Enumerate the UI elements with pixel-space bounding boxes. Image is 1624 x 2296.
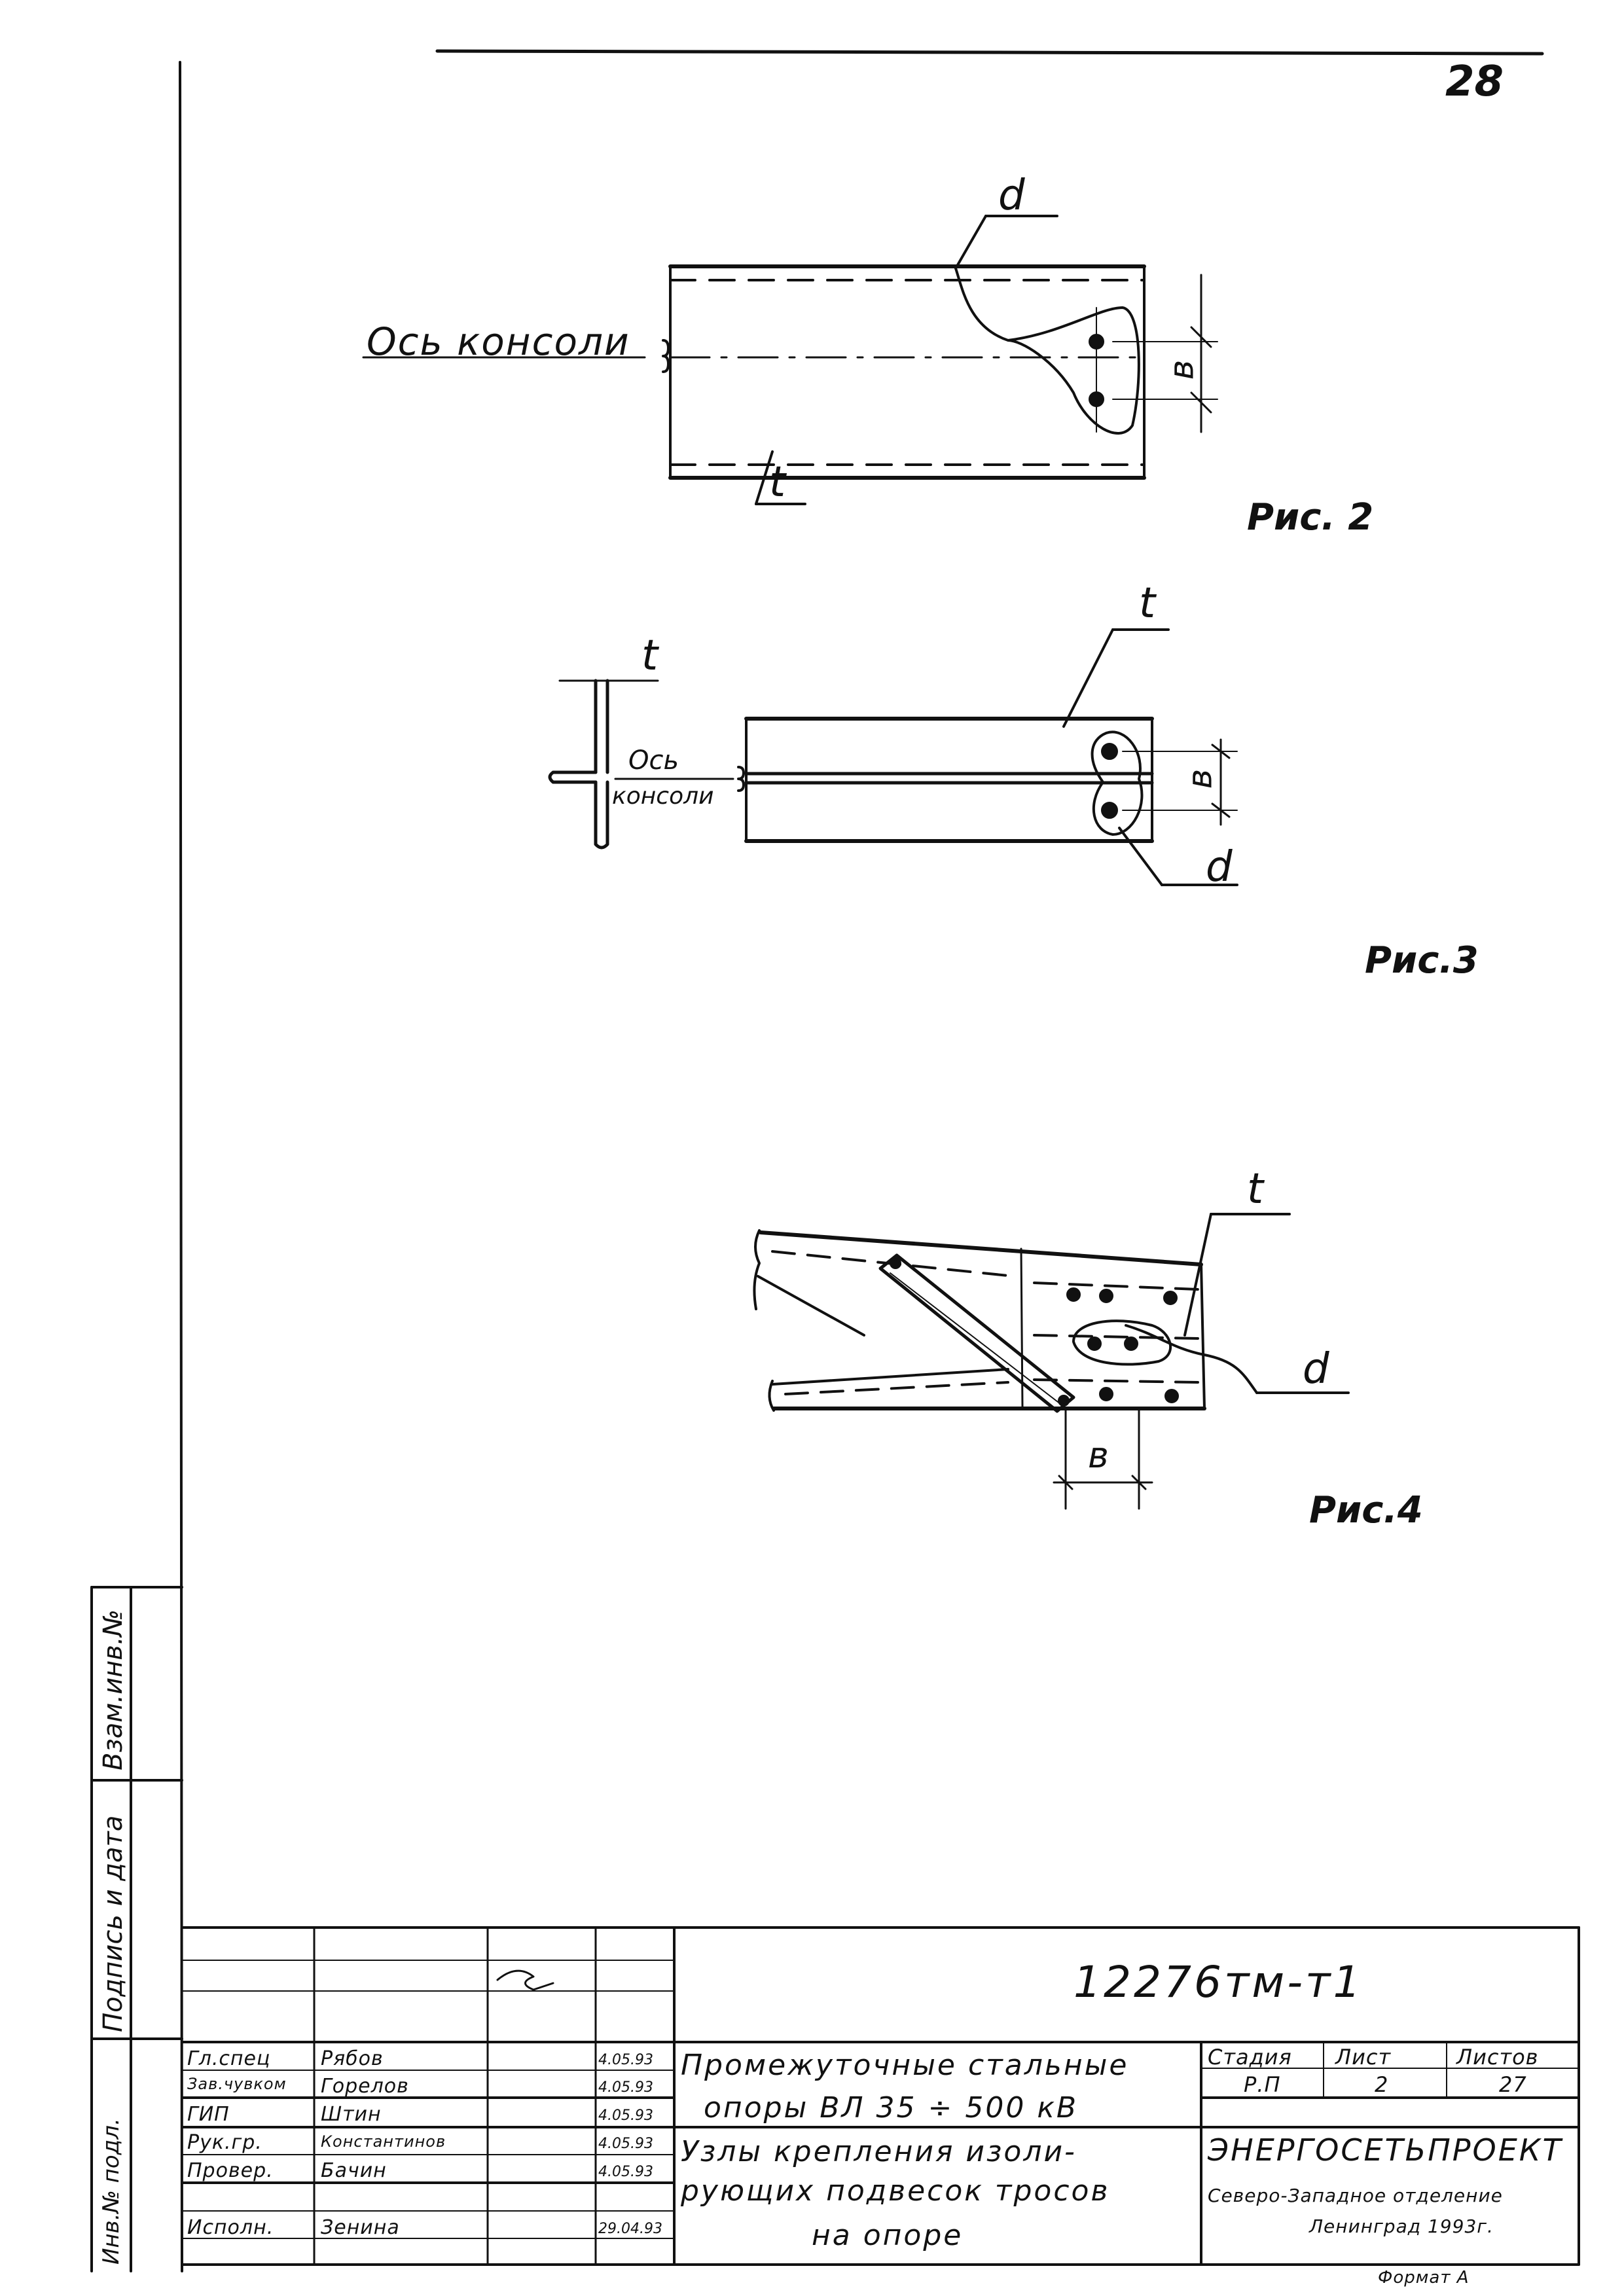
figure3-caption: Рис.3: [1365, 939, 1479, 982]
organization-sub-2: Ленинград 1993г.: [1309, 2215, 1494, 2237]
document-code: 12276тм-т1: [1074, 1957, 1363, 2007]
title-line-1: Промежуточные стальные: [681, 2049, 1129, 2082]
left-border-line: [179, 61, 183, 2272]
date-cell: 4.05.93: [598, 2052, 653, 2068]
date-cell: 4.05.93: [598, 2079, 653, 2096]
name-cell: Зенина: [321, 2216, 400, 2239]
name-cell: Горелов: [321, 2075, 409, 2098]
role-cell: Гл.спец: [187, 2047, 271, 2070]
figure4-caption: Рис.4: [1309, 1489, 1423, 1532]
date-cell: 29.04.93: [598, 2221, 662, 2237]
sheet-header: Лист: [1335, 2045, 1392, 2070]
figure2-label-d: d: [998, 171, 1025, 220]
figure2-drawing: [362, 215, 1218, 505]
side-stamp-sign-date: Подпись и дата: [98, 1815, 128, 2032]
role-cell: ГИП: [187, 2103, 230, 2126]
role-cell: Провер.: [187, 2159, 274, 2182]
organization-name: ЭНЕРГОСЕТЬПРОЕКТ: [1208, 2132, 1563, 2168]
subtitle-line-3: на опоре: [812, 2219, 964, 2252]
figure2-label-t: t: [769, 458, 786, 507]
title-block-frame: [181, 1926, 1580, 2266]
role-cell: Рук.гр.: [187, 2131, 262, 2154]
name-cell: Константинов: [321, 2132, 446, 2151]
signature-mark: [496, 1969, 554, 1991]
role-cell: Исполн.: [187, 2216, 274, 2239]
figure4-label-t: t: [1247, 1165, 1264, 1213]
stage-header: Стадия: [1208, 2045, 1292, 2070]
name-cell: Бачин: [321, 2159, 387, 2182]
page-number: 28: [1445, 58, 1504, 106]
subtitle-line-1: Узлы крепления изоли-: [681, 2135, 1077, 2168]
side-stamp-replace-inv: Взам.инв.№: [98, 1609, 128, 1770]
side-stamp-inv-orig: Инв.№ подл.: [98, 2118, 124, 2265]
date-cell: 4.05.93: [598, 2136, 653, 2152]
figure3-label-d: d: [1206, 843, 1233, 891]
date-cell: 4.05.93: [598, 2164, 653, 2180]
title-line-2: опоры ВЛ 35 ÷ 500 кВ: [704, 2091, 1079, 2125]
figure3-axis-label-2: консоли: [612, 783, 714, 810]
organization-sub-1: Северо-Западное отделение: [1208, 2185, 1503, 2206]
subtitle-line-2: рующих подвесок тросов: [681, 2174, 1110, 2208]
side-stamp-frame: [90, 1586, 183, 2272]
name-cell: Рябов: [321, 2047, 384, 2070]
sheets-value: 27: [1499, 2072, 1527, 2097]
figure3-label-t: t: [1139, 579, 1156, 628]
figure2-label-b: в: [1162, 359, 1202, 380]
figure4-drawing: [753, 1213, 1350, 1510]
top-border-line: [435, 49, 1544, 56]
figure3-drawing: [548, 628, 1238, 886]
figure2-caption: Рис. 2: [1247, 496, 1374, 539]
role-cell: Зав.чувком: [187, 2075, 287, 2093]
figure4-label-b: в: [1088, 1435, 1109, 1476]
figure2-axis-label: Ось консоли: [367, 319, 630, 364]
date-cell: 4.05.93: [598, 2108, 653, 2124]
figure4-label-d: d: [1303, 1345, 1329, 1393]
name-cell: Штин: [321, 2103, 382, 2126]
stage-value: Р.П: [1244, 2072, 1281, 2097]
figure3-axis-label-1: Ось: [628, 745, 679, 776]
figure3-label-t-profile: t: [641, 632, 659, 680]
sheet-value: 2: [1375, 2072, 1389, 2097]
figure3-label-b: в: [1180, 768, 1220, 789]
sheets-header: Листов: [1456, 2045, 1539, 2070]
format-label: Формат А: [1378, 2268, 1470, 2287]
